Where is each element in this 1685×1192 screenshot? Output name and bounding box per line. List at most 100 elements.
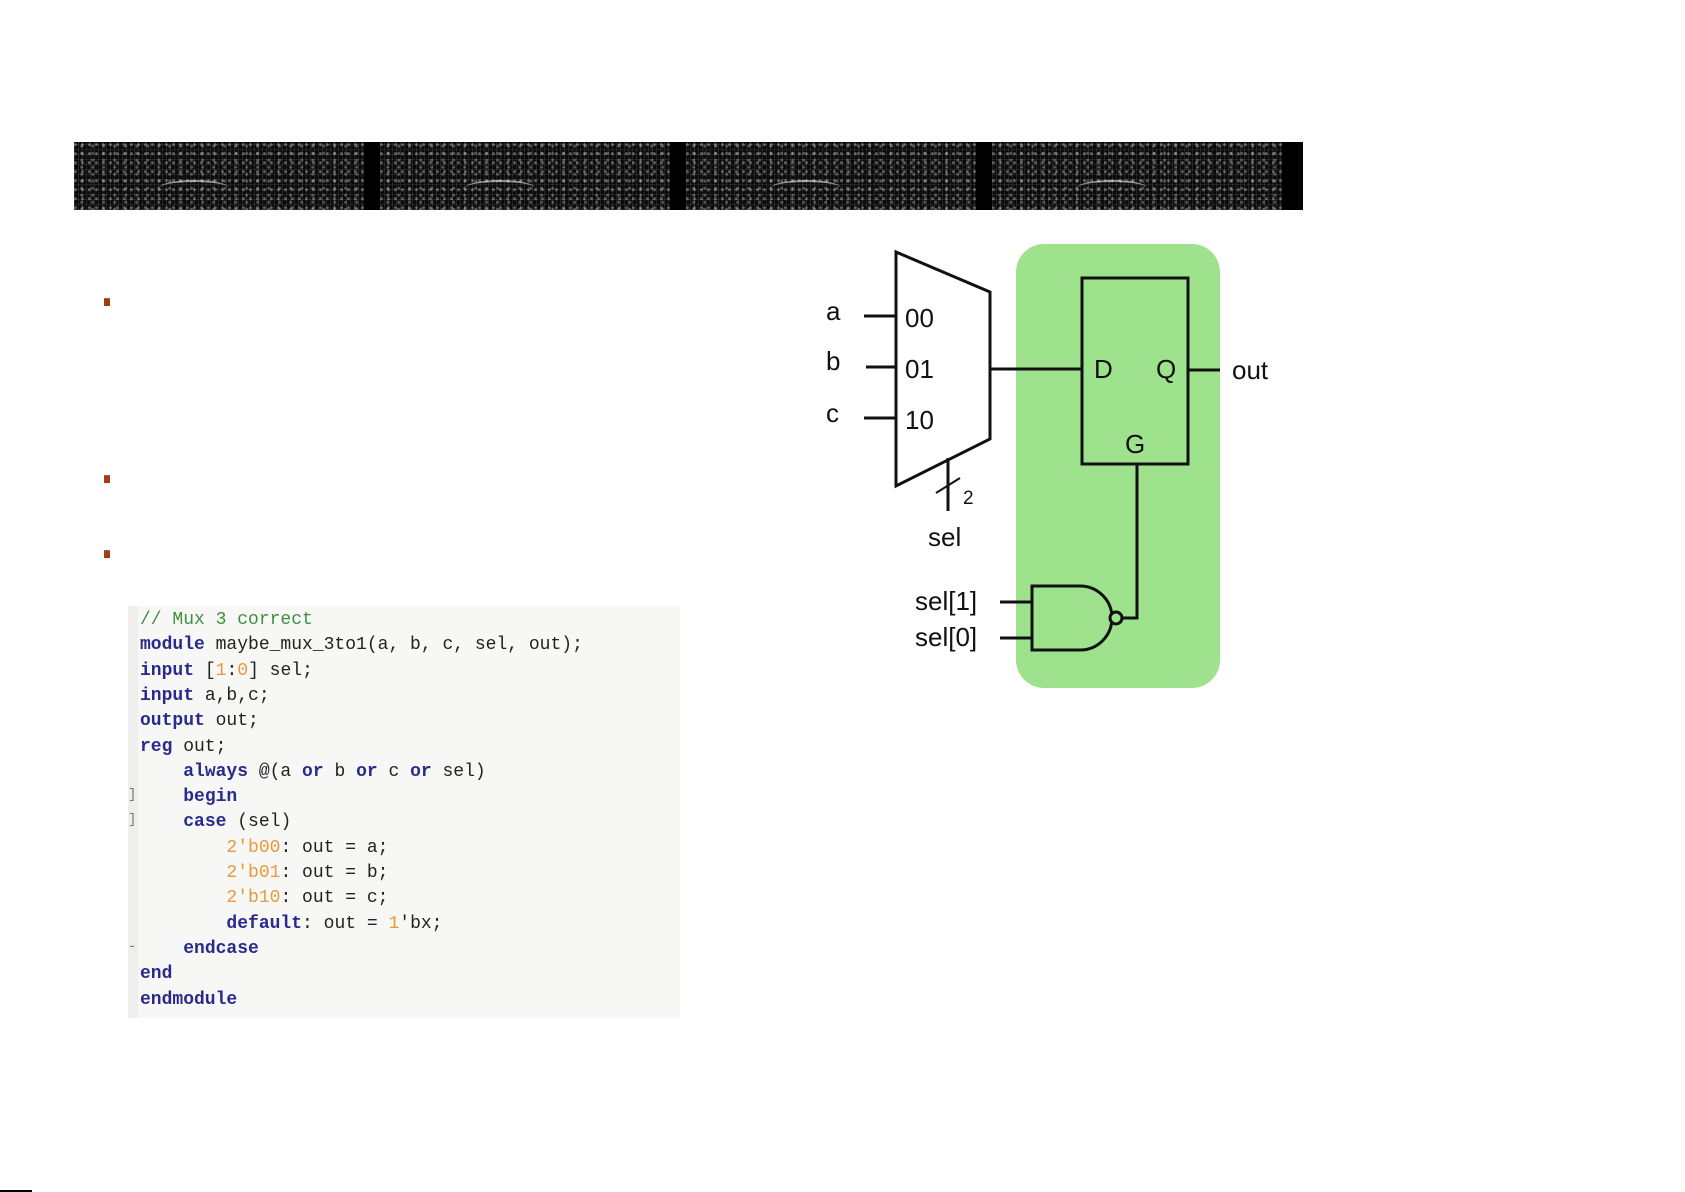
- fold-marker-icon[interactable]: -: [128, 938, 137, 955]
- banner-texture-tile: [992, 142, 1282, 210]
- bus-slash: [935, 477, 961, 494]
- nand-input-sel1: sel[1]: [915, 586, 977, 616]
- page-edge-mark: [0, 1190, 32, 1192]
- code-text: [140, 888, 226, 908]
- latch-q-label: Q: [1156, 354, 1176, 384]
- latch-highlight-region: [1016, 244, 1220, 688]
- code-text: maybe_mux_3to1(a, b, c, sel, out);: [204, 635, 583, 656]
- code-line: endcase: [140, 937, 259, 961]
- mux-symbol: [894, 249, 992, 489]
- code-text: [140, 812, 183, 832]
- code-keyword: always: [183, 761, 249, 782]
- input-label-a: a: [826, 296, 841, 326]
- code-text: :: [226, 660, 238, 681]
- code-keyword: module: [140, 635, 205, 656]
- code-line: reg out;: [140, 735, 226, 759]
- code-literal: 2'b01: [226, 863, 281, 883]
- fold-marker-icon[interactable]: ]: [128, 812, 137, 829]
- verilog-code-image: // Mux 3 correct module maybe_mux_3to1(a,…: [128, 606, 680, 1018]
- code-keyword: input: [140, 660, 195, 681]
- code-text: out;: [204, 711, 259, 732]
- bus-width-label: 2: [963, 488, 974, 509]
- output-label: out: [1232, 355, 1269, 385]
- banner-texture-tile: [74, 142, 364, 210]
- code-line: 2'b10: out = c;: [140, 886, 388, 910]
- code-line: 2'b00: out = a;: [140, 836, 388, 860]
- banner-divider: [670, 142, 686, 210]
- code-text: : out = b;: [280, 863, 389, 883]
- latch-g-label: G: [1125, 429, 1145, 459]
- input-label-c: c: [826, 398, 839, 428]
- code-keyword: output: [140, 711, 205, 732]
- code-line: 2'b01: out = b;: [140, 861, 388, 885]
- code-text: [: [194, 660, 216, 681]
- code-literal: 2'b10: [226, 888, 281, 909]
- code-line: input a,b,c;: [140, 684, 270, 708]
- input-label-b: b: [826, 346, 840, 376]
- select-label: sel: [928, 522, 961, 552]
- code-literal: 1: [215, 660, 227, 681]
- code-text: 'bx;: [399, 913, 443, 934]
- nand-input-sel0: sel[0]: [915, 622, 977, 652]
- code-literal: 1: [388, 913, 400, 934]
- wire-nand-to-g: [1122, 464, 1139, 620]
- code-text: [140, 838, 226, 858]
- code-text: a,b,c;: [194, 685, 270, 706]
- code-text: ] sel;: [248, 660, 313, 681]
- code-keyword: begin: [183, 787, 238, 808]
- latch-d-label: D: [1094, 354, 1113, 384]
- mux-code-10: 10: [905, 405, 934, 435]
- code-keyword: input: [140, 685, 195, 706]
- code-gutter: [128, 606, 138, 1018]
- mux-code-00: 00: [905, 303, 934, 333]
- code-line: input [1:0] sel;: [140, 659, 313, 683]
- code-text: (sel): [226, 812, 292, 833]
- code-keyword: end: [140, 964, 173, 985]
- code-keyword: default: [226, 913, 303, 934]
- code-line: begin: [140, 785, 237, 809]
- header-banner: [74, 142, 1303, 210]
- code-text: [140, 914, 226, 934]
- code-text: [140, 863, 226, 883]
- code-keyword: or: [356, 761, 378, 782]
- code-line: case (sel): [140, 810, 291, 834]
- code-keyword: endmodule: [140, 989, 238, 1010]
- code-literal: 0: [237, 660, 249, 681]
- banner-divider: [976, 142, 992, 210]
- mux-code-01: 01: [905, 354, 934, 384]
- code-keyword: endcase: [183, 938, 259, 959]
- code-text: @(a: [248, 761, 303, 782]
- fold-marker-icon[interactable]: ]: [128, 787, 137, 804]
- banner-texture-tile: [686, 142, 976, 210]
- code-text: [140, 762, 183, 782]
- code-text: : out =: [302, 913, 389, 934]
- code-keyword: reg: [140, 736, 173, 757]
- code-text: : out = a;: [280, 837, 389, 858]
- code-keyword: or: [302, 761, 324, 782]
- banner-texture-tile: [380, 142, 670, 210]
- code-text: [140, 939, 183, 959]
- bullet-marker: [104, 550, 110, 558]
- code-text: sel): [431, 761, 486, 782]
- code-line: end: [140, 962, 172, 986]
- banner-divider: [364, 142, 380, 210]
- code-keyword: case: [183, 812, 227, 833]
- code-text: [140, 787, 183, 807]
- code-comment: // Mux 3 correct: [140, 610, 313, 630]
- code-line: output out;: [140, 709, 259, 733]
- bullet-marker: [104, 475, 110, 483]
- banner-divider: [1282, 142, 1298, 210]
- code-line: always @(a or b or c or sel): [140, 760, 486, 784]
- code-literal: 2'b00: [226, 837, 281, 858]
- code-line: default: out = 1'bx;: [140, 912, 443, 936]
- nand-inversion-bubble: [1108, 610, 1124, 626]
- bullet-marker: [104, 298, 110, 306]
- code-text: : out = c;: [280, 888, 389, 909]
- code-text: out;: [172, 736, 227, 757]
- code-text: b: [323, 761, 357, 782]
- circuit-diagram: a b c 00 01 10 2 sel D Q G out sel[1] se…: [826, 244, 1269, 688]
- code-keyword: or: [410, 761, 432, 782]
- code-line: endmodule: [140, 988, 237, 1012]
- code-line: // Mux 3 correct: [140, 608, 313, 632]
- code-line: module maybe_mux_3to1(a, b, c, sel, out)…: [140, 633, 583, 657]
